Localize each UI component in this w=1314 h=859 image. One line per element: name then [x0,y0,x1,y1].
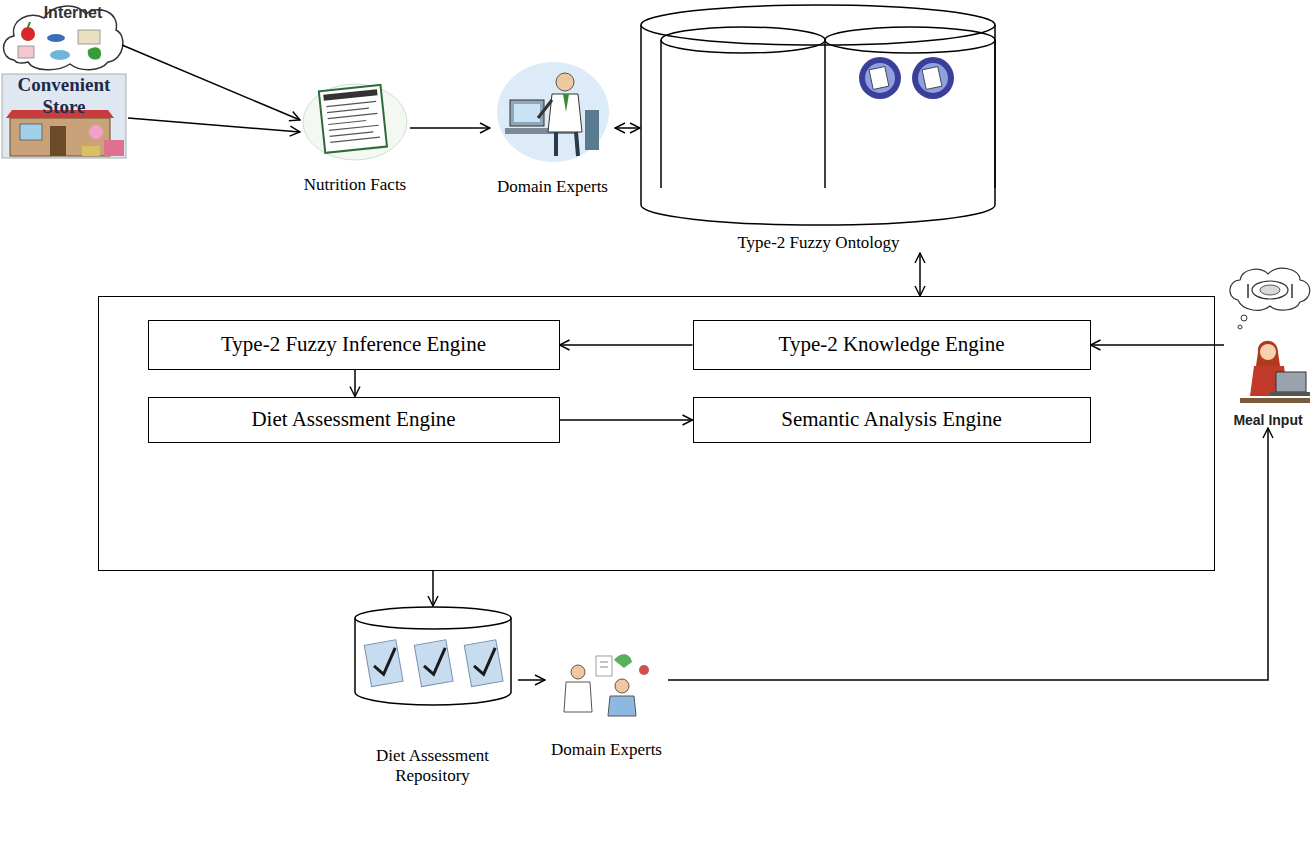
flow-arrow [919,253,921,296]
ontology-icons [859,57,954,99]
node-label: Nutrition Facts [304,175,406,195]
flow-arrow [668,428,1268,680]
flow-arrow [518,679,545,681]
node-label: Type-2 Fuzzy Inference Engine [221,332,486,357]
node-label: Internet [44,4,103,22]
meal-input-picture [1230,268,1310,403]
node-label: Domain Experts [497,177,608,197]
node-label: Convenient Store [4,74,124,118]
node-label: Meal Input [1233,412,1302,428]
node-label: Domain Experts [551,740,662,760]
node-label: Semantic Analysis Engine [781,407,1001,432]
repository-icons [364,640,503,687]
nutrition-label-picture [303,84,407,160]
assessment-repository: Diet Assessment Repository [347,606,518,786]
repository-cylinder [355,607,511,705]
meal-input: Meal Input [1224,262,1312,428]
internet-source: Internet [0,0,122,72]
flow-arrow [1091,344,1225,346]
node-label: Diet Assessment Engine [251,407,455,432]
system-frame: Type-2 Fuzzy Inference Engine Type-2 Know… [98,296,1215,571]
flow-arrow [615,127,640,129]
flow-arrow [354,370,356,397]
flow-arrow [122,45,300,120]
process-box: Type-2 Knowledge Engine [693,320,1091,370]
node-label: Type-2 Knowledge Engine [779,332,1005,357]
nutrition-facts: Nutrition Facts [300,80,410,195]
flow-arrow [560,344,693,346]
flow-arrow [410,127,490,129]
store-source: Convenient Store [0,72,128,160]
flow-arrow [432,571,434,606]
process-box: Diet Assessment Engine [148,397,560,443]
node-label: Diet Assessment Repository [347,746,518,786]
ontology-database: Type-2 Fuzzy Ontology [640,3,997,253]
expert-at-computer-picture [497,62,609,162]
node-label: Type-2 Fuzzy Ontology [737,233,899,253]
domain-experts: Domain Experts [545,650,668,760]
flow-arrow [560,419,693,421]
medical-experts-picture [564,654,649,716]
domain-experts: Domain Experts [490,55,615,197]
store-picture [2,74,126,158]
process-box: Type-2 Fuzzy Inference Engine [148,320,560,370]
process-box: Semantic Analysis Engine [693,397,1091,443]
ontology-cylinder [641,5,995,225]
flow-arrow [128,118,300,132]
